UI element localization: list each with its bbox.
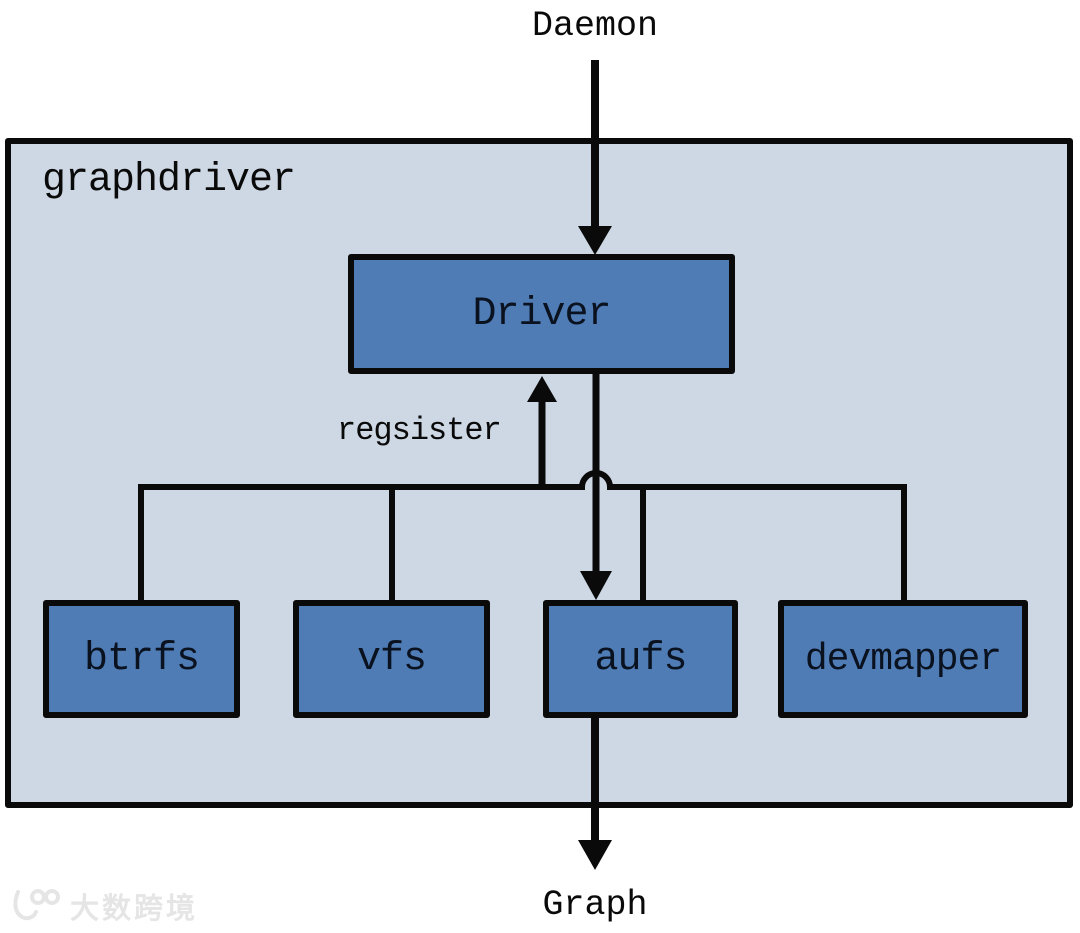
devmapper-node-label: devmapper [804, 637, 1002, 681]
aufs-node-label: aufs [594, 636, 687, 682]
devmapper-node: devmapper [778, 600, 1028, 718]
graph-label: Graph [542, 885, 648, 925]
driver-node: Driver [348, 254, 735, 374]
graphdriver-label: graphdriver [42, 158, 296, 203]
aufs-node: aufs [543, 600, 738, 718]
watermark-text: 大数跨境 [70, 891, 199, 925]
vfs-node-label: vfs [356, 636, 427, 682]
btrfs-node-label: btrfs [83, 636, 200, 682]
watermark: 大数跨境 [8, 884, 198, 928]
register-edge-label: regsister [337, 412, 502, 449]
driver-node-label: Driver [472, 291, 611, 337]
btrfs-node: btrfs [43, 600, 240, 718]
daemon-label: Daemon [531, 6, 659, 46]
vfs-node: vfs [293, 600, 490, 718]
watermark-logo-icon [13, 889, 60, 921]
